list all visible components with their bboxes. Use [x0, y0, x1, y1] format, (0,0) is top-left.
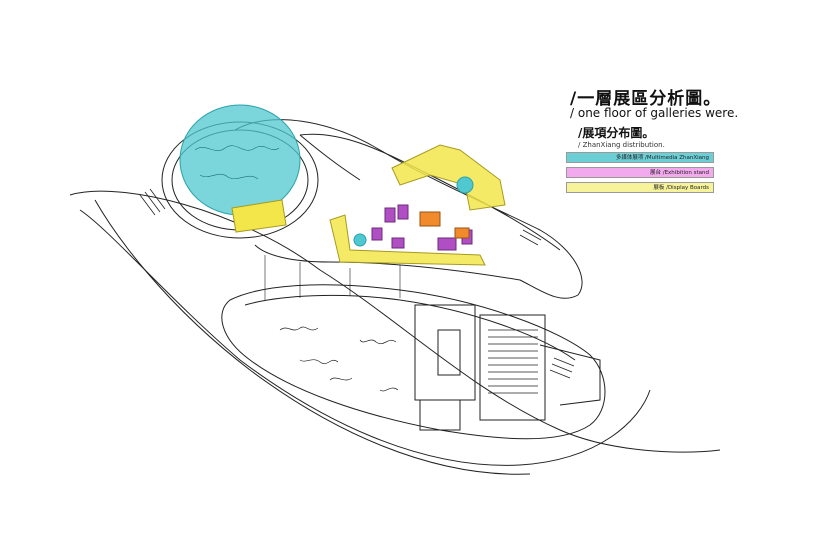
multimedia-item	[456, 176, 474, 194]
exhibition-stand-orange	[454, 227, 470, 239]
subtitle-chinese: /展項分布圖。	[578, 126, 655, 140]
exhibition-stand	[437, 237, 457, 251]
site-road-outline	[69, 190, 721, 453]
legend-label: 展台 /Exhibition stand	[649, 170, 709, 176]
exhibition-stand	[397, 204, 409, 220]
lower-zone-outline	[221, 284, 606, 440]
multimedia-item	[353, 233, 367, 247]
exhibition-stand	[384, 207, 396, 223]
legend-label: 多媒体展项 /Multimedia ZhanXiang	[615, 155, 709, 161]
exhibition-stand	[391, 237, 405, 249]
legend-item-stand: 展台 /Exhibition stand	[566, 167, 714, 178]
legend-item-boards: 展板 /Display Boards	[566, 182, 714, 193]
exhibition-stand-orange	[419, 211, 441, 227]
legend-label: 展板 /Display Boards	[653, 185, 709, 191]
display-board-sphere	[231, 199, 287, 233]
title-english: / one floor of galleries were.	[570, 106, 739, 120]
exhibition-stand	[371, 227, 383, 241]
display-board-upper	[391, 144, 506, 211]
title-chinese: /一層展區分析圖。	[570, 89, 722, 109]
legend-item-multimedia: 多媒体展项 /Multimedia ZhanXiang	[566, 152, 714, 163]
legend: 多媒体展项 /Multimedia ZhanXiang 展台 /Exhibiti…	[566, 152, 714, 197]
subtitle-english: / ZhanXiang distribution.	[578, 141, 665, 149]
display-board-middle	[329, 214, 486, 266]
multimedia-sphere	[179, 104, 301, 216]
